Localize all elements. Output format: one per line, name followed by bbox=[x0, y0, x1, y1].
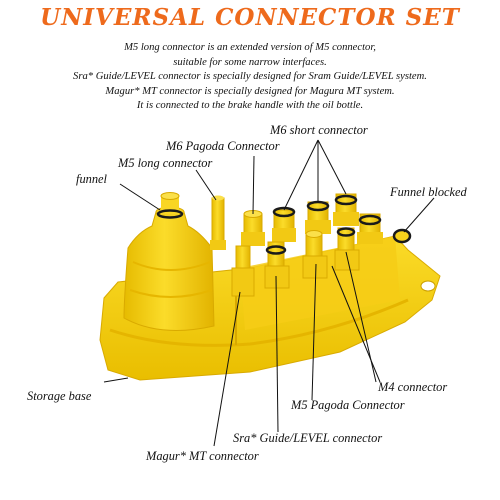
label-magur-mt-connector: Magur* MT connector bbox=[146, 449, 259, 463]
sra-guide-level-connector bbox=[264, 241, 290, 289]
description-line-2: suitable for some narrow interfaces. bbox=[173, 56, 327, 68]
description-block: M5 long connector is an extended version… bbox=[0, 41, 500, 114]
description-line-4: Magur* MT connector is specially designe… bbox=[105, 85, 395, 97]
label-sra-guide-level-connector: Sra* Guide/LEVEL connector bbox=[233, 431, 383, 445]
leader-m6-pagoda bbox=[252, 155, 255, 215]
description-line-1: M5 long connector is an extended version… bbox=[124, 42, 376, 53]
funnel-blocked-plug bbox=[392, 228, 412, 244]
description-line-3: Sra* Guide/LEVEL connector is specially … bbox=[73, 71, 427, 83]
label-m6-pagoda-connector: M6 Pagoda Connector bbox=[166, 139, 280, 153]
m5-pagoda-connector bbox=[302, 230, 328, 279]
m5-long-connector bbox=[210, 195, 226, 250]
leader-magur-mt bbox=[213, 291, 241, 447]
m6-short-connector-2 bbox=[305, 200, 331, 234]
leader-m5-pagoda bbox=[311, 263, 317, 401]
page-title: UNIVERSAL CONNECTOR SET bbox=[40, 4, 460, 31]
leader-lines bbox=[103, 139, 435, 447]
label-funnel-blocked: Funnel blocked bbox=[390, 185, 467, 199]
leader-funnel-blocked bbox=[403, 197, 435, 233]
leader-m6-short-3 bbox=[317, 139, 347, 195]
label-m6-short-connector: M6 short connector bbox=[270, 123, 368, 137]
funnel bbox=[123, 192, 215, 331]
leader-m6-short-1 bbox=[283, 139, 319, 211]
description-line-5: It is connected to the brake handle with… bbox=[136, 100, 364, 112]
magur-mt-connector bbox=[231, 245, 255, 297]
leader-funnel bbox=[119, 183, 161, 211]
label-funnel: funnel bbox=[76, 172, 107, 186]
storage-base bbox=[99, 235, 441, 381]
connector-back-right bbox=[357, 213, 383, 244]
leader-storage-base bbox=[103, 377, 129, 383]
label-m5-pagoda-connector: M5 Pagoda Connector bbox=[291, 398, 405, 412]
m6-short-connector-3 bbox=[333, 193, 359, 226]
leader-m4-2 bbox=[331, 265, 381, 383]
label-m4-connector: M4 connector bbox=[378, 380, 448, 394]
label-storage-base: Storage base bbox=[27, 389, 92, 403]
leader-m5-long bbox=[195, 169, 217, 201]
m6-pagoda-connector bbox=[241, 210, 265, 246]
leader-sra-guide bbox=[275, 275, 279, 433]
label-m5-long-connector: M5 long connector bbox=[118, 156, 213, 170]
m4-connector bbox=[334, 227, 360, 271]
m6-short-connector-1 bbox=[272, 206, 296, 242]
